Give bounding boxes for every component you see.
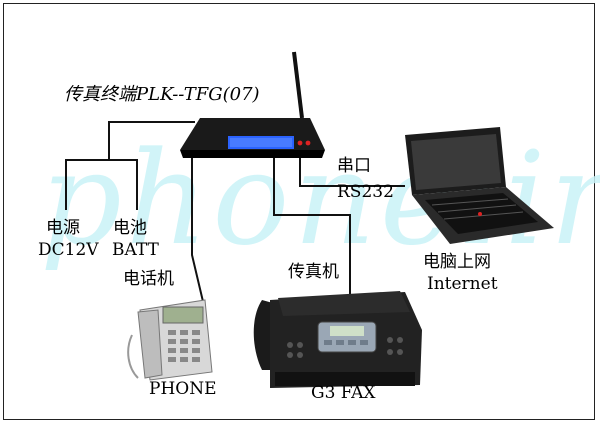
- antenna: [292, 51, 304, 119]
- telephone-device: [127, 299, 213, 381]
- battery-spec-label: BATT: [112, 240, 159, 260]
- phone-label: PHONE: [149, 379, 217, 399]
- g3-fax-label: G3 FAX: [311, 383, 376, 403]
- diagram-frame: [3, 3, 595, 420]
- battery-label: 电池: [113, 218, 147, 238]
- fax-terminal-device: [180, 51, 325, 158]
- power-spec-label: DC12V: [38, 240, 99, 260]
- computer-label: 电脑上网: [423, 252, 491, 272]
- telephone-label: 电话机: [123, 269, 174, 289]
- terminal-title: 传真终端PLK--TFG(07): [64, 84, 260, 105]
- battery-wire: [109, 159, 138, 210]
- fax-machine-device: [253, 291, 422, 388]
- serial-port-spec-label: RS232: [337, 182, 394, 202]
- fax-machine-label: 传真机: [288, 262, 339, 282]
- internet-label: Internet: [427, 274, 498, 294]
- laptop-computer: [405, 127, 554, 244]
- serial-port-label: 串口: [337, 156, 371, 176]
- fax-wire: [273, 155, 351, 295]
- phone-wire: [191, 150, 206, 311]
- power-label: 电源: [46, 218, 80, 238]
- serial-wire: [299, 150, 405, 187]
